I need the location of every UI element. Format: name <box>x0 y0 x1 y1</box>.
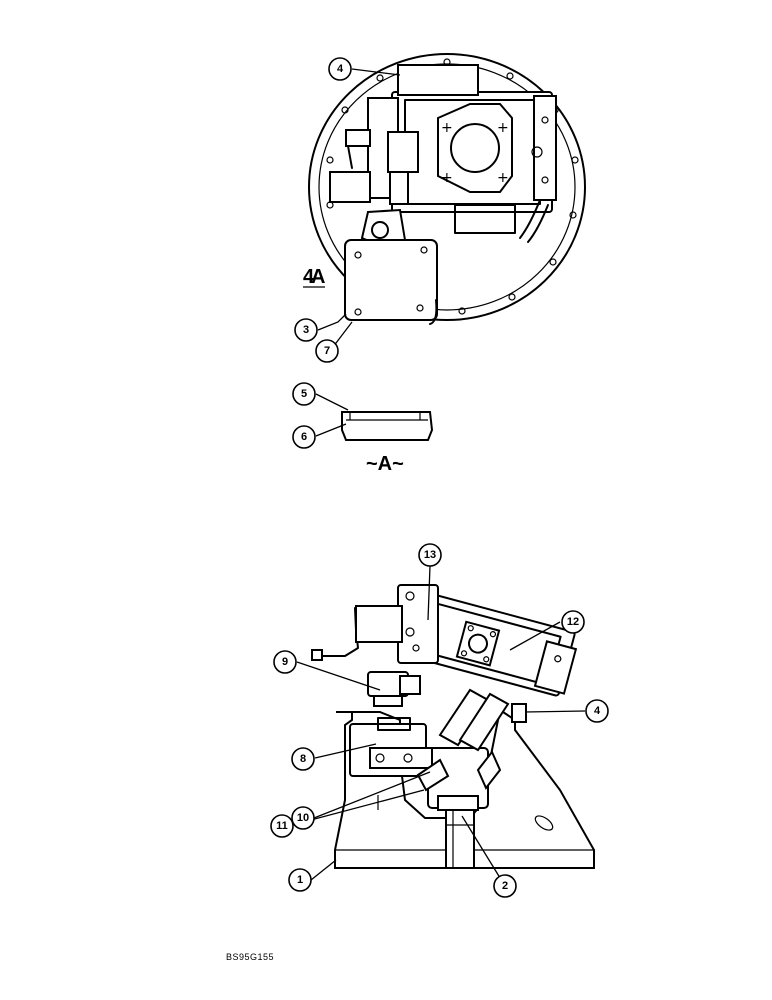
svg-text:3: 3 <box>303 324 309 336</box>
callout-4-bottom: 4 <box>585 699 609 723</box>
section-a-detail: ~A~ <box>341 411 434 475</box>
svg-text:12: 12 <box>567 616 579 628</box>
bottom-assembly-view <box>311 584 595 869</box>
svg-text:13: 13 <box>424 549 436 561</box>
svg-text:4: 4 <box>337 63 344 75</box>
callout-8: 8 <box>291 747 315 771</box>
callout-9: 9 <box>273 650 297 674</box>
svg-text:+: + <box>497 170 509 186</box>
view-marker-number: 4 <box>303 266 315 288</box>
callout-12: 12 <box>561 610 585 634</box>
callout-13: 13 <box>418 543 442 567</box>
callout-2: 2 <box>493 874 517 898</box>
section-label: ~A~ <box>366 453 404 475</box>
callout-7: 7 <box>315 339 339 363</box>
callout-5: 5 <box>292 382 316 406</box>
flange-bolt-holes <box>326 58 579 315</box>
view-marker: 4 A <box>303 266 325 288</box>
svg-text:8: 8 <box>300 753 306 765</box>
callout-11: 11 <box>270 814 294 838</box>
svg-text:10: 10 <box>297 812 309 824</box>
svg-text:2: 2 <box>502 880 508 892</box>
svg-text:11: 11 <box>276 820 288 832</box>
svg-text:5: 5 <box>301 388 307 400</box>
svg-text:7: 7 <box>324 345 330 357</box>
svg-text:9: 9 <box>282 656 288 668</box>
callout-4-top: 4 <box>328 57 352 81</box>
svg-text:6: 6 <box>301 431 307 443</box>
callout-10: 10 <box>291 806 315 830</box>
top-pump-view: + + + + <box>308 53 586 325</box>
svg-text:+: + <box>441 170 453 186</box>
callout-3: 3 <box>294 318 318 342</box>
callout-6: 6 <box>292 425 316 449</box>
svg-text:1: 1 <box>297 874 303 886</box>
callout-1: 1 <box>288 868 312 892</box>
reference-code: BS95G155 <box>226 952 275 962</box>
view-marker-letter: A <box>311 266 325 288</box>
svg-text:+: + <box>441 120 453 136</box>
svg-text:4: 4 <box>594 705 601 717</box>
svg-text:+: + <box>497 120 509 136</box>
